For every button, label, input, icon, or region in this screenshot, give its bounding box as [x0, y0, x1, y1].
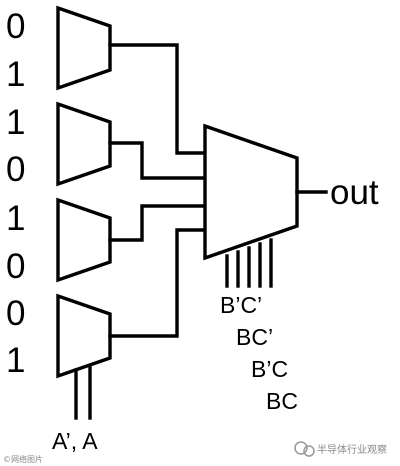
mux-2to1-4: [56, 293, 112, 379]
select-label-bpcp: B’C’: [220, 292, 262, 318]
output-label: out: [330, 173, 379, 212]
mux-2to1-3: [56, 197, 112, 283]
input-bit-5: 0: [6, 247, 25, 286]
watermark-text: 半导体行业观察: [317, 443, 387, 456]
input-bit-4: 1: [6, 199, 25, 238]
mux-2to1-1: [56, 5, 112, 91]
wire-mux1-out: [108, 43, 207, 155]
mux-4to1: [203, 123, 299, 261]
watermark-logo-icon: [294, 441, 315, 457]
input-bit-2: 1: [6, 103, 25, 142]
input-bit-1: 1: [6, 55, 25, 94]
select-label-bcp: BC’: [236, 324, 273, 350]
mux-2to1-2: [56, 101, 112, 187]
input-bit-0: 0: [6, 7, 25, 46]
wire-mux4-out: [108, 228, 207, 338]
wire-mux3-out: [108, 204, 207, 242]
watermark-corner: ©网络图片: [3, 454, 43, 464]
input-bit-6: 0: [6, 294, 25, 333]
select-label-bpc: B’C: [251, 356, 288, 382]
wire-mux2-out: [108, 141, 207, 180]
select-label-bc: BC: [266, 388, 298, 414]
input-bit-7: 1: [6, 341, 25, 380]
input-bit-3: 0: [6, 150, 25, 189]
select-label-first-stage: A’, A: [52, 428, 98, 454]
